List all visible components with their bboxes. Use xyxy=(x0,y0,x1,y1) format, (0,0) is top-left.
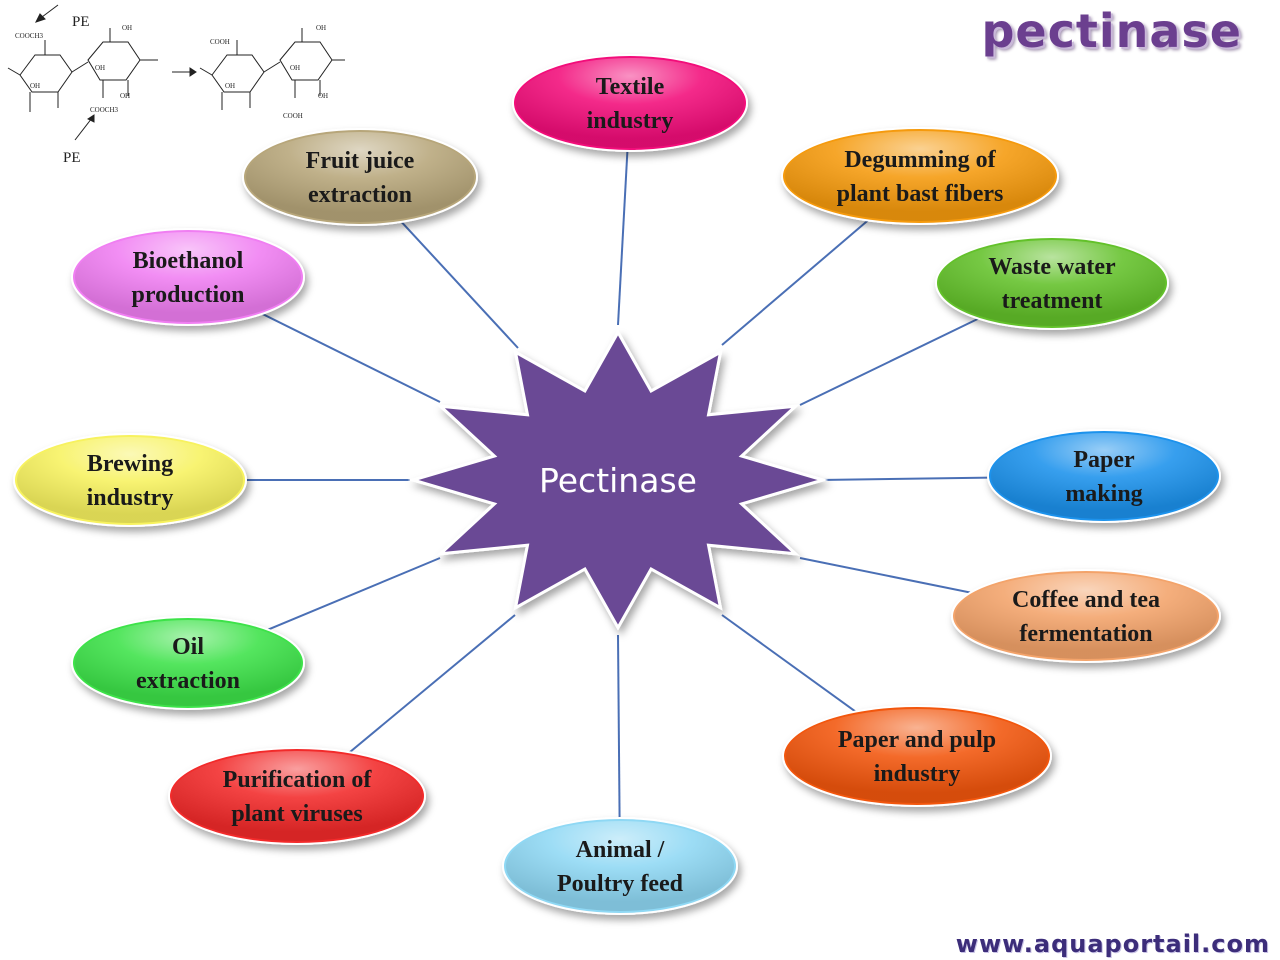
product-group: OH xyxy=(225,82,235,90)
reactant-group: OH xyxy=(122,24,132,32)
node-label-line: Paper and pulp xyxy=(838,727,996,753)
center-label: Pectinase xyxy=(539,461,697,500)
node-gloss xyxy=(991,433,1217,519)
enzyme-label-top: PE xyxy=(72,14,90,30)
node-label-line: Oil xyxy=(172,634,204,660)
node-label-line: Poultry feed xyxy=(557,871,684,897)
node-label-line: industry xyxy=(874,761,961,787)
node-label-line: Fruit juice xyxy=(306,148,415,174)
page-title: pectinase xyxy=(981,4,1242,58)
node-label-line: production xyxy=(132,282,245,308)
website-link[interactable]: www.aquaportail.com xyxy=(955,930,1270,958)
pectin-demethylation-reaction xyxy=(7,4,345,141)
node-label-line: making xyxy=(1065,481,1142,507)
center-star xyxy=(407,329,829,631)
node-label-line: Paper xyxy=(1073,447,1135,473)
reactant-group: OH xyxy=(120,92,130,100)
node-label-line: plant viruses xyxy=(231,801,362,827)
node-animal-feed: Animal / Poultry feed xyxy=(502,817,738,915)
node-gloss xyxy=(246,132,474,222)
node-label-line: fermentation xyxy=(1019,621,1152,647)
reactant-group: COOCH3 xyxy=(15,32,44,40)
node-label-line: Animal / xyxy=(576,837,665,863)
product-structure xyxy=(199,28,345,110)
node-gloss xyxy=(516,58,744,148)
node-gloss xyxy=(75,232,301,322)
product-group: COOH xyxy=(210,38,230,46)
node-coffee-tea: Coffee and tea fermentation xyxy=(951,569,1221,663)
node-gloss xyxy=(17,437,243,523)
node-gloss xyxy=(785,131,1055,221)
node-waste-water: Waste water treatment xyxy=(935,236,1169,330)
node-label-line: Bioethanol xyxy=(133,248,244,274)
node-gloss xyxy=(955,573,1217,659)
node-label-line: Brewing xyxy=(87,451,173,477)
node-gloss xyxy=(75,620,301,706)
center-hub: Pectinase xyxy=(407,329,829,631)
node-label-line: Degumming of xyxy=(844,147,996,173)
node-gloss xyxy=(939,240,1165,326)
node-label-line: extraction xyxy=(136,668,240,694)
node-label-line: industry xyxy=(587,108,674,134)
node-label-line: Waste water xyxy=(988,254,1116,280)
reactant-group: COOCH3 xyxy=(90,106,119,114)
enzyme-label-bottom: PE xyxy=(63,150,81,166)
node-bioethanol: Bioethanol production xyxy=(71,228,305,326)
product-group: OH xyxy=(316,24,326,32)
product-group: COOH xyxy=(283,112,303,120)
node-textile: Textile industry xyxy=(512,54,748,152)
node-label-line: plant bast fibers xyxy=(837,181,1004,207)
reactant-group: OH xyxy=(30,82,40,90)
node-degumming: Degumming of plant bast fibers xyxy=(781,127,1059,225)
product-group: OH xyxy=(318,92,328,100)
enzyme-arrow-bottom xyxy=(74,117,93,141)
node-label-line: industry xyxy=(87,485,174,511)
node-label-line: treatment xyxy=(1002,288,1103,314)
product-group: OH xyxy=(290,64,300,72)
node-plant-viruses: Purification of plant viruses xyxy=(168,747,426,845)
node-gloss xyxy=(172,751,422,841)
node-paper-making: Paper making xyxy=(987,429,1221,523)
node-label-line: Purification of xyxy=(223,767,373,793)
node-label-line: extraction xyxy=(308,182,412,208)
node-label-line: Textile xyxy=(596,74,665,100)
node-label-line: Coffee and tea xyxy=(1012,587,1160,613)
node-paper-pulp: Paper and pulp industry xyxy=(782,705,1052,807)
node-gloss xyxy=(786,709,1048,803)
node-oil-extraction: Oil extraction xyxy=(71,616,305,710)
node-brewing: Brewing industry xyxy=(13,433,247,527)
node-fruit-juice: Fruit juice extraction xyxy=(242,128,478,226)
reaction-arrowhead xyxy=(189,67,197,77)
reactant-group: OH xyxy=(95,64,105,72)
reactant-structure xyxy=(7,28,158,112)
node-gloss xyxy=(506,821,734,911)
